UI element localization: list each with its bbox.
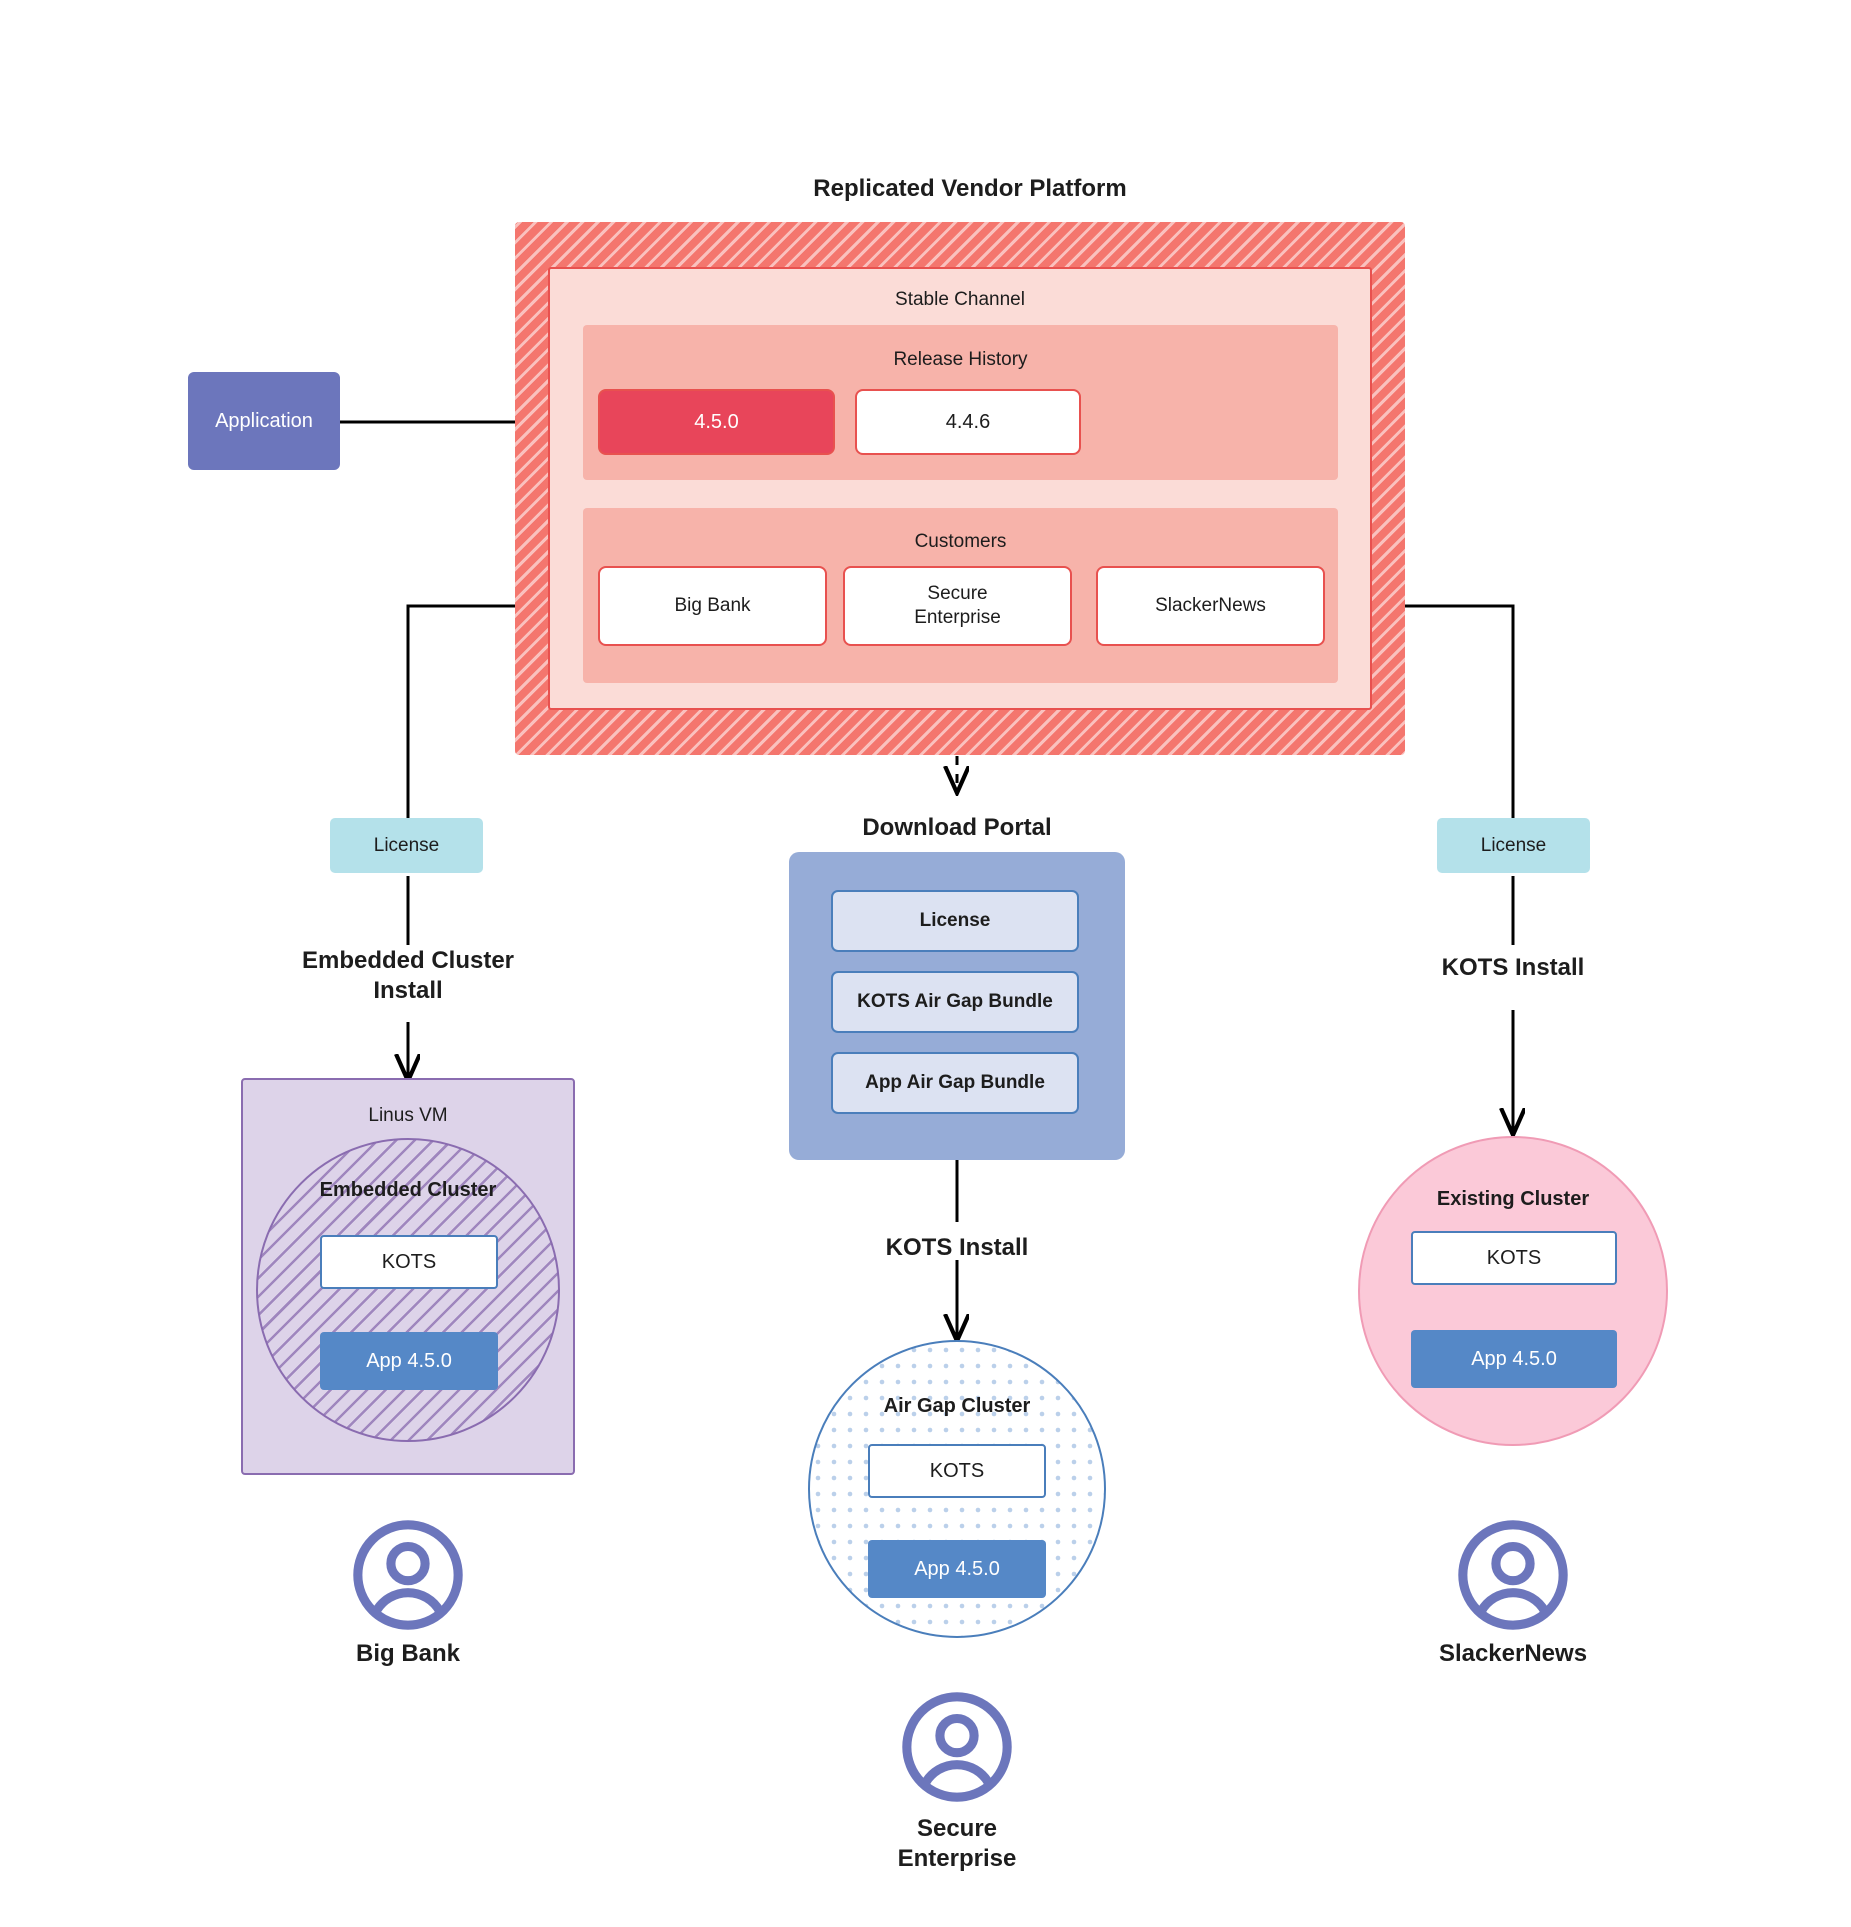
kots-box-left[interactable]: KOTS xyxy=(320,1235,498,1289)
release-chip-past[interactable]: 4.4.6 xyxy=(855,389,1081,455)
flow-label-kots-install-center: KOTS Install xyxy=(885,1234,1029,1261)
page-title: Replicated Vendor Platform xyxy=(813,175,1127,202)
application-box[interactable]: Application xyxy=(188,372,340,470)
existing-cluster-label: Existing Cluster xyxy=(1436,1187,1590,1210)
portal-item-kots-air-gap-bundle[interactable]: KOTS Air Gap Bundle xyxy=(831,971,1079,1033)
persona-avatar-secure-enterprise xyxy=(900,1690,1014,1804)
customer-chip-big-bank[interactable]: Big Bank xyxy=(598,566,827,646)
portal-item-app-air-gap-bundle[interactable]: App Air Gap Bundle xyxy=(831,1052,1079,1114)
license-chip-left[interactable]: License xyxy=(330,818,483,873)
customers-label: Customers xyxy=(914,531,1007,553)
kots-box-center[interactable]: KOTS xyxy=(868,1444,1046,1498)
customer-chip-slackernews[interactable]: SlackerNews xyxy=(1096,566,1325,646)
app-version-box-left[interactable]: App 4.5.0 xyxy=(320,1332,498,1390)
air-gap-cluster-label: Air Gap Cluster xyxy=(883,1394,1031,1417)
stable-channel-label: Stable Channel xyxy=(895,289,1025,311)
persona-name-slackernews: SlackerNews xyxy=(1438,1640,1588,1667)
license-chip-right[interactable]: License xyxy=(1437,818,1590,873)
embedded-cluster-circle xyxy=(256,1138,560,1442)
release-history-label: Release History xyxy=(893,349,1028,371)
flow-label-kots-install-right: KOTS Install xyxy=(1441,954,1585,981)
persona-avatar-slackernews xyxy=(1456,1518,1570,1632)
release-chip-current[interactable]: 4.5.0 xyxy=(598,389,835,455)
app-version-box-right[interactable]: App 4.5.0 xyxy=(1411,1330,1617,1388)
portal-item-license[interactable]: License xyxy=(831,890,1079,952)
flow-label-embedded-cluster-install: Embedded Cluster Install xyxy=(301,947,515,1004)
app-version-box-center[interactable]: App 4.5.0 xyxy=(868,1540,1046,1598)
linux-vm-label: Linus VM xyxy=(368,1105,448,1127)
persona-avatar-big-bank xyxy=(351,1518,465,1632)
persona-name-secure-enterprise: Secure Enterprise xyxy=(897,1815,1017,1872)
embedded-cluster-label: Embedded Cluster xyxy=(319,1178,497,1201)
customer-chip-secure-enterprise[interactable]: Secure Enterprise xyxy=(843,566,1072,646)
kots-box-right[interactable]: KOTS xyxy=(1411,1231,1617,1285)
existing-cluster-circle xyxy=(1358,1136,1668,1446)
download-portal-title: Download Portal xyxy=(862,814,1052,841)
persona-name-big-bank: Big Bank xyxy=(355,1640,460,1667)
